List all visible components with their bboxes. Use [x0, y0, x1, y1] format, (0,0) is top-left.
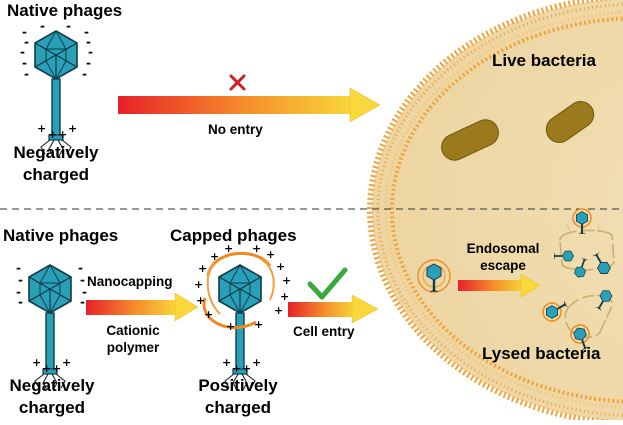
- polymer-label: Cationic polymer: [94, 322, 172, 356]
- top-charge-line2: charged: [22, 165, 90, 184]
- phage-icon-capped: ++++ ++++ ++++ ++ ++++: [194, 242, 291, 391]
- svg-text:-: -: [40, 19, 45, 33]
- svg-text:-: -: [82, 285, 87, 299]
- svg-text:-: -: [84, 25, 89, 39]
- svg-text:+: +: [242, 362, 251, 375]
- svg-text:-: -: [22, 56, 27, 70]
- svg-text:+: +: [198, 262, 207, 275]
- top-native-title: Native phages: [7, 1, 123, 20]
- svg-text:-: -: [86, 35, 91, 49]
- lysed-bacteria-label: Lysed bacteria: [482, 344, 601, 363]
- svg-text:+: +: [232, 362, 241, 375]
- svg-text:-: -: [24, 35, 29, 49]
- top-charge-line1: Negatively: [13, 143, 99, 162]
- phage-icon-top: ----- ----- -- ++++: [20, 19, 93, 157]
- svg-text:+: +: [196, 294, 205, 307]
- svg-text:+: +: [276, 260, 285, 273]
- capped-charge-line2: charged: [204, 398, 272, 417]
- svg-text:+: +: [204, 308, 213, 321]
- svg-text:-: -: [18, 273, 23, 287]
- svg-text:-: -: [16, 285, 21, 299]
- cell-entry-arrow: [288, 294, 379, 324]
- svg-text:+: +: [42, 362, 51, 375]
- svg-text:+: +: [52, 362, 61, 375]
- svg-text:+: +: [210, 250, 219, 263]
- svg-text:+: +: [224, 242, 233, 255]
- svg-text:-: -: [20, 45, 25, 59]
- svg-text:+: +: [68, 122, 77, 135]
- bottom-native-charge-line1: Negatively: [9, 376, 95, 395]
- svg-text:-: -: [24, 67, 29, 81]
- svg-text:-: -: [66, 19, 71, 33]
- svg-text:-: -: [88, 45, 93, 59]
- escape-line1: Endosomal: [466, 241, 540, 256]
- live-bacterium-2: [540, 96, 598, 149]
- svg-text:+: +: [48, 128, 57, 141]
- svg-text:+: +: [252, 356, 261, 369]
- capped-charge-line1: Positively: [198, 376, 278, 395]
- capped-charge: Positively charged: [188, 375, 288, 419]
- svg-text:-: -: [22, 25, 27, 39]
- svg-text:+: +: [194, 278, 203, 291]
- svg-text:+: +: [58, 128, 67, 141]
- polymer-line1: Cationic: [106, 323, 160, 338]
- svg-text:-: -: [80, 295, 85, 309]
- capped-title: Capped phages: [170, 226, 297, 245]
- svg-text:+: +: [252, 242, 261, 255]
- svg-text:+: +: [280, 290, 289, 303]
- no-entry-label: No entry: [208, 122, 263, 137]
- svg-text:-: -: [78, 261, 83, 275]
- escape-line2: escape: [480, 258, 526, 273]
- phage-icon-bottom-native: ---- ---- ++++: [16, 261, 87, 391]
- bottom-native-charge-line2: charged: [18, 398, 86, 417]
- svg-text:+: +: [274, 304, 283, 317]
- nanocapping-label: Nanocapping: [87, 274, 173, 289]
- svg-text:+: +: [62, 356, 71, 369]
- svg-text:+: +: [282, 274, 291, 287]
- svg-text:-: -: [18, 295, 23, 309]
- svg-text:+: +: [32, 356, 41, 369]
- svg-text:-: -: [86, 56, 91, 70]
- svg-text:-: -: [82, 67, 87, 81]
- check-icon: [307, 267, 348, 300]
- svg-text:+: +: [266, 248, 275, 261]
- top-charge-label: Negatively charged: [4, 142, 108, 186]
- polymer-line2: polymer: [106, 340, 160, 355]
- svg-text:+: +: [222, 356, 231, 369]
- svg-text:-: -: [80, 273, 85, 287]
- nanocapping-arrow: [86, 292, 199, 322]
- live-bacteria-label: Live bacteria: [492, 51, 596, 70]
- live-bacterium-1: [438, 114, 505, 178]
- lysed-bacterium-2: [564, 294, 613, 338]
- cell-entry-label: Cell entry: [293, 324, 355, 339]
- svg-text:+: +: [226, 320, 235, 333]
- svg-text:-: -: [16, 261, 21, 275]
- svg-text:+: +: [254, 318, 263, 331]
- bottom-native-charge: Negatively charged: [0, 375, 104, 419]
- no-entry-arrow: [118, 87, 381, 123]
- bottom-native-title: Native phages: [3, 226, 119, 245]
- svg-text:+: +: [37, 122, 46, 135]
- escape-arrow: [458, 273, 541, 298]
- released-phages: [542, 208, 615, 352]
- cross-icon: [229, 74, 246, 91]
- endosome-icon: [417, 259, 451, 294]
- endosomal-escape-label: Endosomal escape: [460, 240, 546, 274]
